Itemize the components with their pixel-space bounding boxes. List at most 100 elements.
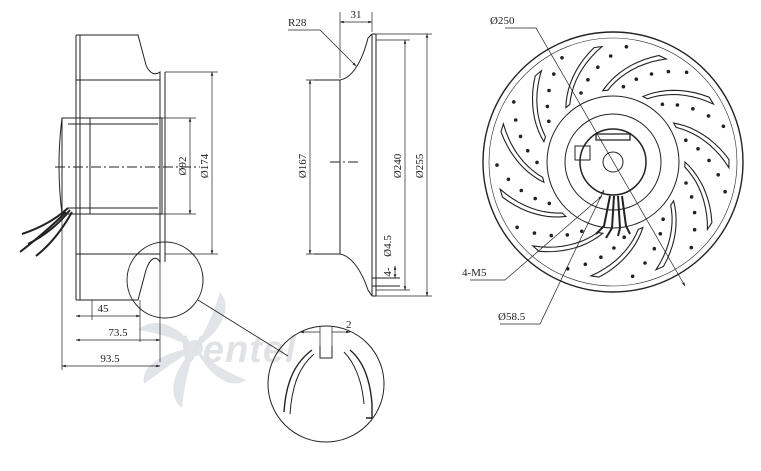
balance-hole	[560, 56, 564, 60]
profile-shroud-bottom	[314, 253, 373, 297]
balance-hole	[643, 261, 647, 265]
balance-hole	[506, 177, 511, 182]
label-dia-4-5: Ø4.5	[382, 235, 394, 257]
side-view-motor-cap	[58, 117, 63, 215]
impeller-blade	[641, 89, 715, 106]
balance-hole	[707, 158, 711, 163]
front-view	[470, 27, 744, 325]
dim-ext-lines	[160, 71, 218, 255]
balance-hole	[723, 189, 727, 194]
hub-connector-icon	[595, 133, 631, 141]
label-dia-250: Ø250	[490, 15, 515, 27]
label-31: 31	[351, 9, 362, 21]
balance-hole	[512, 100, 516, 104]
dim-r28-leader	[288, 29, 357, 67]
balance-hole	[519, 188, 524, 193]
label-dia-58-5: Ø58.5	[498, 311, 526, 323]
label-dia-240: Ø240	[392, 153, 404, 178]
detail-view	[267, 325, 385, 443]
side-view-detail-circle	[126, 241, 204, 319]
balance-hole	[634, 77, 639, 81]
balance-hole	[495, 163, 499, 167]
balance-hole	[675, 103, 680, 107]
side-view-upper-shroud	[76, 34, 161, 81]
label-4-m5: 4-M5	[462, 267, 487, 279]
balance-hole	[545, 104, 550, 109]
balance-hole	[689, 245, 694, 250]
balance-hole	[533, 196, 537, 201]
dim-240-255-ext	[376, 33, 432, 297]
label-dia-167: Ø167	[297, 153, 309, 178]
impeller-blade	[531, 231, 605, 253]
balance-hole	[580, 229, 584, 234]
balance-hole	[579, 91, 583, 95]
front-view-rim	[488, 37, 738, 287]
front-view-shaft	[602, 151, 624, 173]
balance-hole	[532, 231, 537, 235]
impeller-blade	[499, 187, 568, 218]
side-view	[19, 34, 289, 370]
balance-hole	[549, 233, 554, 238]
label-93-5: 93.5	[100, 353, 120, 365]
side-view-cable-icon	[19, 207, 73, 257]
dim-ext-vert	[61, 214, 161, 370]
balance-hole	[696, 147, 700, 151]
profile-flange	[371, 33, 377, 297]
balance-hole	[518, 134, 523, 139]
balance-hole	[622, 235, 626, 239]
front-view-hub-ring	[579, 128, 647, 196]
balance-hole	[621, 84, 626, 89]
detail-blade-right	[349, 349, 373, 419]
balance-hole	[684, 181, 688, 185]
watermark-text: Ventel	[178, 329, 297, 371]
detail-view-circle	[267, 325, 385, 443]
balance-hole	[608, 54, 613, 58]
balance-hole	[691, 107, 695, 111]
profile-shroud-top	[314, 33, 373, 81]
dim-250-leader	[505, 27, 686, 287]
dimension-labels: Ø92 Ø174 45 73.5 93.5 R28 31 Ø167 Ø240 Ø…	[98, 9, 526, 365]
balance-hole	[684, 70, 689, 75]
dim-2-ext	[319, 326, 333, 346]
watermark: Ventel	[138, 292, 297, 408]
balance-hole	[716, 173, 720, 177]
balance-hole	[692, 227, 697, 232]
balance-hole	[721, 124, 726, 129]
balance-hole	[658, 232, 663, 236]
balance-hole	[586, 78, 590, 82]
hub-cable-icon	[595, 195, 631, 239]
label-dia-255: Ø255	[414, 153, 426, 178]
balance-hole	[515, 225, 519, 230]
balance-hole	[552, 72, 556, 76]
balance-hole	[660, 102, 665, 107]
label-dia-174: Ø174	[199, 153, 211, 178]
side-view-motor-detail	[68, 118, 158, 214]
balance-hole	[706, 114, 711, 118]
impeller-blade	[601, 54, 669, 92]
side-view-motor	[61, 117, 163, 215]
balance-hole	[684, 138, 688, 142]
balance-hole	[565, 233, 570, 237]
balance-hole	[525, 148, 530, 153]
detail-blade-right-2	[343, 351, 365, 405]
balance-hole	[547, 201, 552, 206]
impeller-blade	[589, 226, 644, 278]
dim-m5-leader	[470, 195, 603, 281]
balance-hole	[583, 262, 588, 267]
hub-label-box	[574, 145, 591, 161]
dim-58-5-leader	[500, 189, 605, 325]
detail-blade-left-2	[289, 353, 315, 415]
label-4-prefix: 4-	[382, 267, 394, 277]
impeller-blade	[531, 69, 547, 144]
balance-hole	[661, 217, 665, 221]
balance-hole	[547, 119, 551, 124]
balance-hole	[547, 88, 551, 93]
detail-blade-left	[283, 349, 313, 413]
balance-hole	[649, 72, 654, 76]
balance-hole	[596, 65, 600, 69]
impeller-blade	[565, 45, 604, 109]
impeller-blade	[500, 122, 545, 184]
balance-hole	[692, 210, 697, 215]
impeller-blade	[654, 199, 677, 271]
